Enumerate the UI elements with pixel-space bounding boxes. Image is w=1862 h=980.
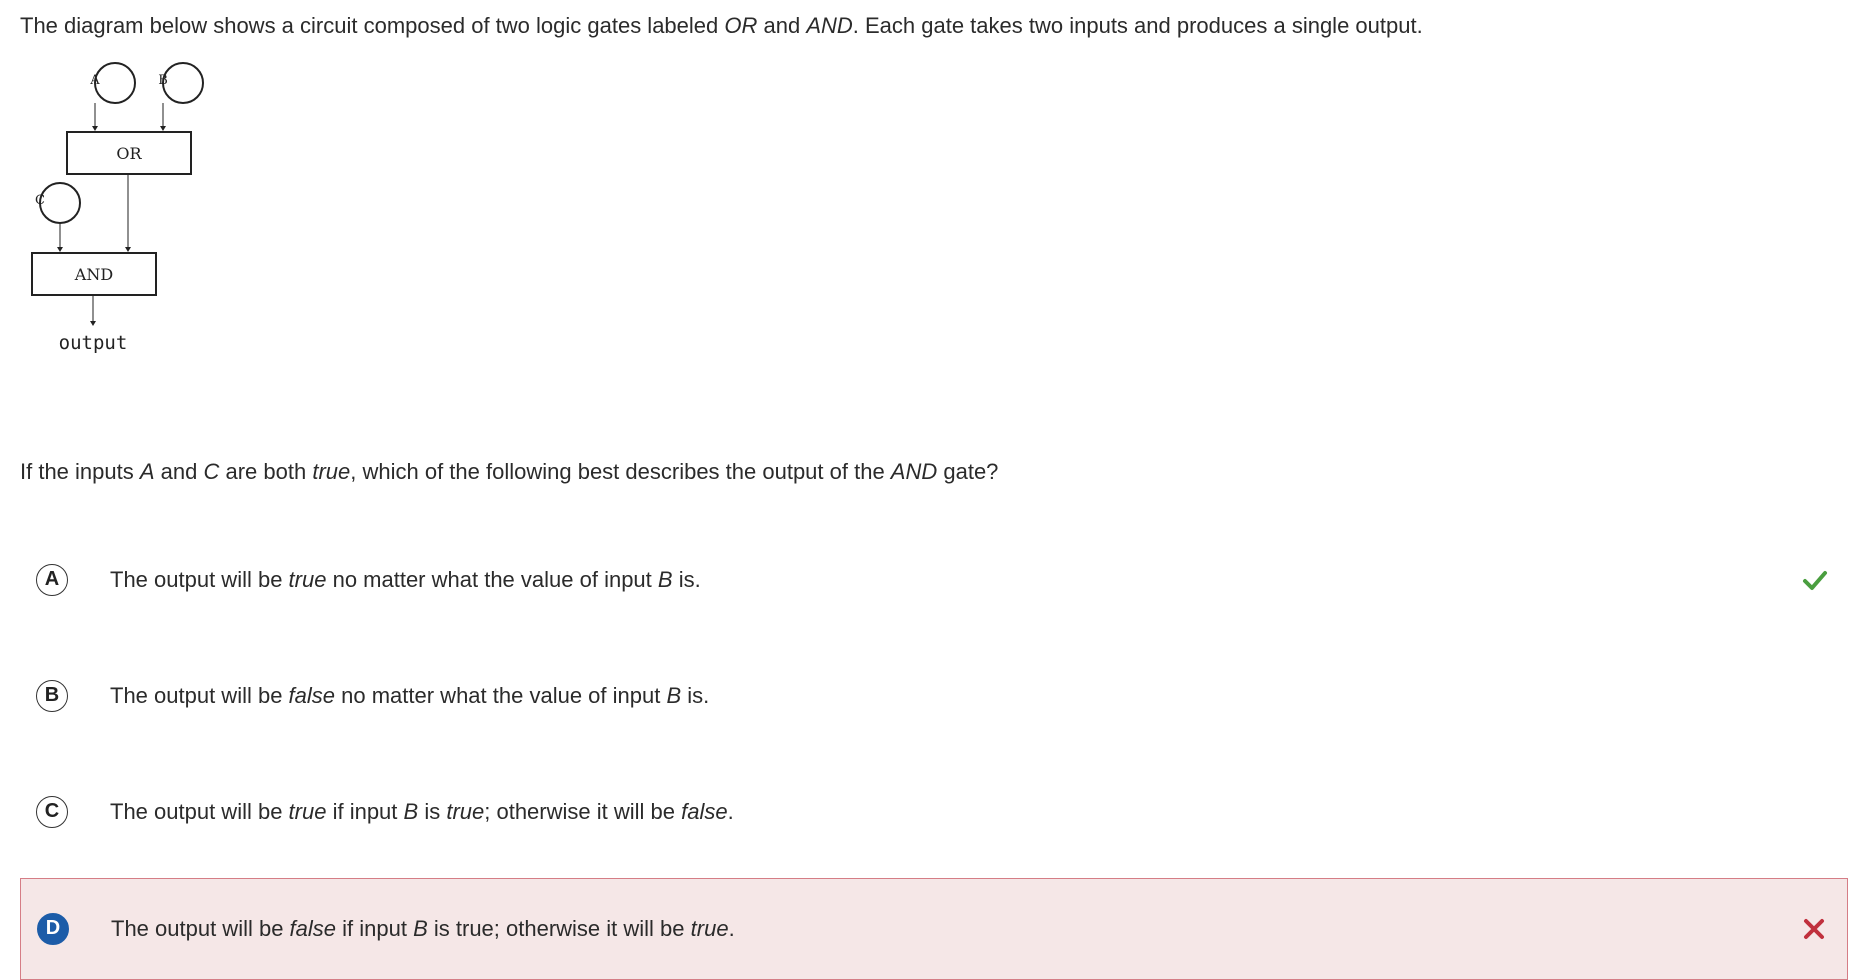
choice-text: The output will be true no matter what t…	[110, 567, 701, 592]
intro-text: The diagram below shows a circuit compos…	[20, 13, 725, 38]
question-text: gate?	[937, 459, 999, 484]
choice-letter-badge[interactable]: B	[36, 680, 68, 712]
or-gate-box	[66, 131, 192, 175]
choice-letter-badge[interactable]: D	[37, 913, 69, 945]
intro-text: . Each gate takes two inputs and produce…	[852, 13, 1423, 38]
and-gate-label: AND	[74, 265, 114, 284]
input-a-node	[94, 62, 136, 104]
output-label: output	[58, 332, 128, 354]
question-prompt: If the inputs A and C are both true, whi…	[20, 458, 998, 486]
circuit-lines	[31, 62, 204, 326]
input-b-label: B	[158, 73, 168, 88]
input-c-label: C	[35, 193, 45, 208]
choice-text: The output will be false if input B is t…	[111, 916, 735, 941]
answer-choice-a[interactable]: A The output will be true no matter what…	[20, 530, 1848, 630]
intro-text: and	[757, 13, 807, 38]
input-a-label: A	[90, 73, 100, 88]
question-var-c: C	[203, 459, 220, 484]
question-intro: The diagram below shows a circuit compos…	[20, 12, 1423, 40]
logic-circuit-diagram: A B C OR AND output	[30, 62, 240, 430]
answer-choice-d[interactable]: D The output will be false if input B is…	[20, 878, 1848, 980]
input-b-node	[162, 62, 204, 104]
choice-letter-badge[interactable]: C	[36, 796, 68, 828]
answer-choice-b[interactable]: B The output will be false no matter wha…	[20, 646, 1848, 746]
check-icon	[1803, 571, 1827, 590]
question-text: are both	[219, 459, 313, 484]
and-gate-box	[31, 252, 157, 296]
choice-letter-badge[interactable]: A	[36, 564, 68, 596]
answer-choice-c[interactable]: C The output will be true if input B is …	[20, 762, 1848, 862]
question-text: , which of the following best describes …	[350, 459, 891, 484]
question-true-word: true	[312, 459, 351, 484]
choice-text: The output will be false no matter what …	[110, 683, 710, 708]
or-gate-label: OR	[116, 144, 142, 163]
question-text: and	[154, 459, 204, 484]
x-icon	[1804, 919, 1824, 939]
question-text: If the inputs	[20, 459, 140, 484]
question-var-a: A	[139, 459, 155, 484]
intro-and-word: AND	[806, 13, 853, 38]
intro-or-word: OR	[724, 13, 758, 38]
question-and-word: AND	[890, 459, 938, 484]
choice-text: The output will be true if input B is tr…	[110, 799, 734, 824]
